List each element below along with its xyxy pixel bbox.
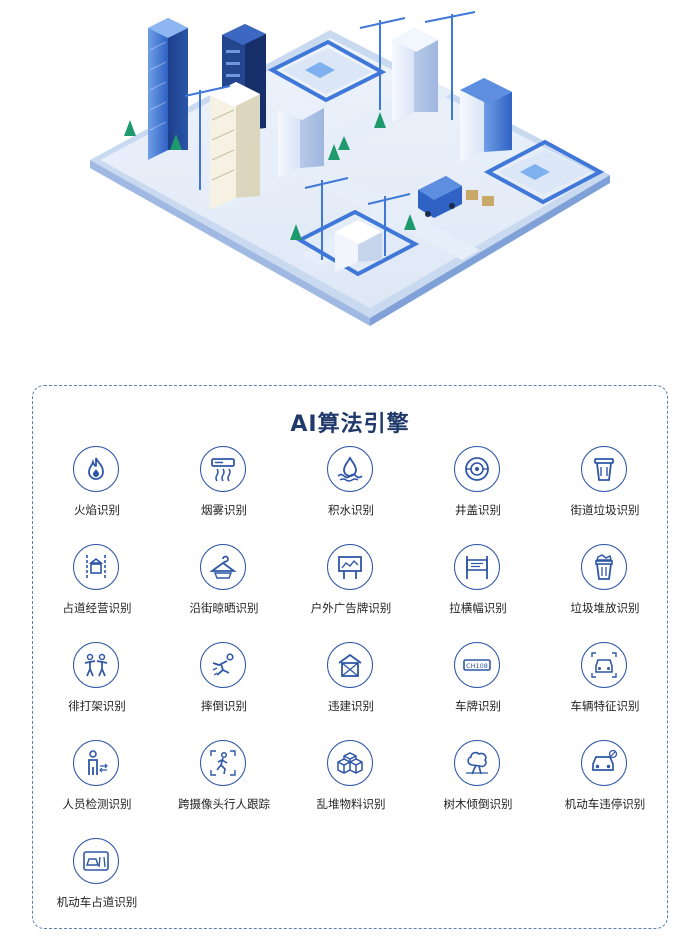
algorithm-label: 沿街晾晒识别 [189,601,259,615]
algorithm-item-illegal-building[interactable]: 违建识别 [287,640,415,738]
license-plate-icon: CH108 [454,642,500,688]
algorithm-item-pedestrian-track[interactable]: 跨摄像头行人跟踪 [160,738,288,836]
fall-person-icon [200,642,246,688]
algorithm-label: 垃圾堆放识别 [570,601,640,615]
car-lane-icon [73,838,119,884]
algorithm-item-banner[interactable]: 拉横幅识别 [414,542,542,640]
algorithm-item-person-detect[interactable]: 人员检测识别 [33,738,161,836]
algorithm-label: 火焰识别 [74,503,120,517]
algorithm-label: 井盖识别 [455,503,501,517]
algorithm-item-flame[interactable]: 火焰识别 [33,444,161,542]
algorithm-label: 机动车占道识别 [56,895,138,909]
algorithm-label: 摔倒识别 [201,699,247,713]
algorithm-label: 跨摄像头行人跟踪 [178,797,270,811]
trash-can-icon [581,446,627,492]
algorithm-label: 车牌识别 [455,699,501,713]
algorithm-item-vehicle-feature[interactable]: 车辆特征识别 [541,640,669,738]
algorithm-item-fight[interactable]: 徘打架识别 [33,640,161,738]
algorithm-label: 人员检测识别 [62,797,132,811]
smart-city-illustration [90,11,610,326]
algorithm-label: 树木倾倒识别 [443,797,513,811]
algorithm-item-smoke[interactable]: 烟雾识别 [160,444,288,542]
algorithm-label: 烟雾识别 [201,503,247,517]
algorithm-label: 违建识别 [328,699,374,713]
flame-icon [73,446,119,492]
water-icon [327,446,373,492]
algorithm-item-road-vendor[interactable]: 占道经营识别 [33,542,161,640]
algorithm-label: 积水识别 [328,503,374,517]
clothes-hanger-icon [200,544,246,590]
algorithm-label: 户外广告牌识别 [310,601,392,615]
fallen-tree-icon [454,740,500,786]
algorithm-item-clothes-drying[interactable]: 沿街晾晒识别 [160,542,288,640]
vehicle-feature-icon [581,642,627,688]
algorithm-item-fall[interactable]: 摔倒识别 [160,640,288,738]
algorithm-item-billboard[interactable]: 户外广告牌识别 [287,542,415,640]
smoke-icon [200,446,246,492]
algorithm-label: 乱堆物料识别 [316,797,386,811]
car-parking-icon [581,740,627,786]
manhole-icon [454,446,500,492]
algorithm-label: 徘打架识别 [68,699,126,713]
algorithm-item-fallen-tree[interactable]: 树木倾倒识别 [414,738,542,836]
boxes-icon [327,740,373,786]
algorithm-label: 拉横幅识别 [449,601,507,615]
algorithm-label: 机动车违停识别 [564,797,646,811]
garbage-pile-icon [581,544,627,590]
algorithm-label: 占道经营识别 [62,601,132,615]
ai-engine-panel: AI算法引擎 火焰识别 烟雾识别 积水识别 井盖识别 [32,385,668,929]
billboard-icon [327,544,373,590]
pedestrian-track-icon [200,740,246,786]
plate-text: CH108 [466,662,488,670]
algorithm-item-garbage-pile[interactable]: 垃圾堆放识别 [541,542,669,640]
illegal-building-icon [327,642,373,688]
algorithm-item-car-lane[interactable]: 机动车占道识别 [33,836,161,934]
algorithm-item-street-trash[interactable]: 街道垃圾识别 [541,444,669,542]
algorithm-item-license-plate[interactable]: CH108 车牌识别 [414,640,542,738]
algorithm-item-piled-materials[interactable]: 乱堆物料识别 [287,738,415,836]
road-vendor-icon [73,544,119,590]
algorithm-item-car-parking[interactable]: 机动车违停识别 [541,738,669,836]
algorithm-label: 街道垃圾识别 [570,503,640,517]
person-detect-icon [73,740,119,786]
fight-icon [73,642,119,688]
algorithm-item-water[interactable]: 积水识别 [287,444,415,542]
algorithm-item-manhole[interactable]: 井盖识别 [414,444,542,542]
panel-title: AI算法引擎 [290,412,410,437]
banner-icon [454,544,500,590]
algorithm-label: 车辆特征识别 [570,699,640,713]
